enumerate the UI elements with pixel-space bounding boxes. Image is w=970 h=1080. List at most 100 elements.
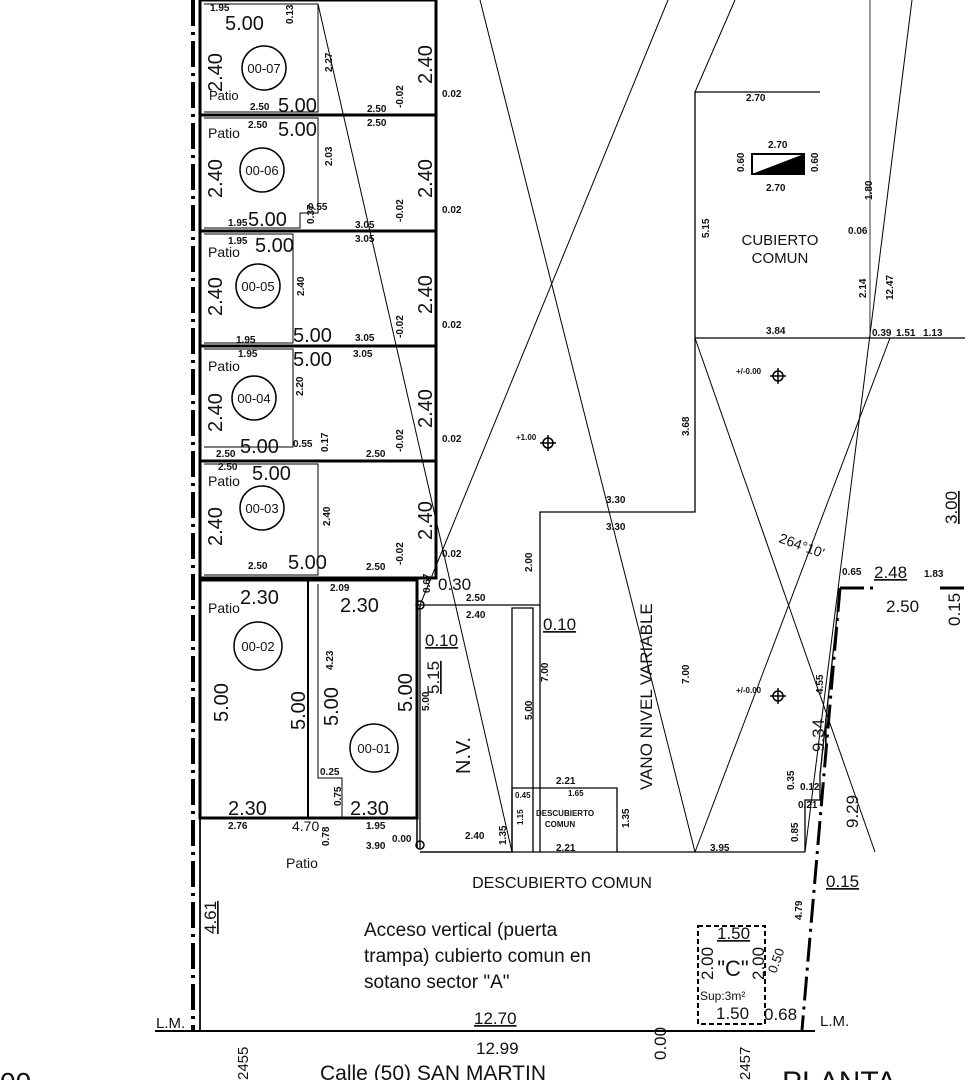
dim: 4.55	[815, 674, 826, 694]
dim: 3.68	[681, 416, 692, 436]
dim: 0.06	[848, 226, 868, 237]
big-labels: N.V. VANO NIVEL VARIABLE DESCUBIERTO COM…	[286, 603, 656, 993]
dim: 3.05	[355, 333, 375, 344]
dim: 5.15	[424, 661, 443, 694]
label-cubierto: CUBIERTO	[742, 232, 819, 249]
dim: 1.95	[210, 3, 230, 14]
dim: 1.13	[923, 328, 943, 339]
dim: 3.05	[355, 220, 375, 231]
mid-dims: 0.30 0.10 0.10 5.15 4.70	[292, 575, 576, 834]
dim: 0.65	[842, 567, 862, 578]
dim: 12.70	[474, 1009, 517, 1028]
cubierto-comun: 2.70 2.70 2.70 0.60 0.60 5.15 1.80 0.06 …	[701, 93, 943, 339]
dim: 1.51	[896, 328, 916, 339]
dim: -0.02	[395, 542, 406, 565]
lm-left: L.M.	[156, 1015, 185, 1032]
dim: 2.50	[366, 449, 386, 460]
dim: 12.99	[476, 1039, 519, 1058]
row-small-dims: 1.95 0.13 2.27 2.50 2.50 -0.02 2.50 2.50…	[210, 3, 462, 573]
dim-width: 5.00	[240, 436, 279, 458]
dim-height-right: 2.40	[415, 159, 437, 198]
dim: 0.55	[293, 439, 313, 450]
dim: 4.79	[794, 900, 805, 920]
dim: 2.50	[250, 102, 270, 113]
label-descubierto-comun: DESCUBIERTO COMUN	[472, 875, 652, 892]
dim-width: 2.30	[228, 798, 267, 820]
dim: 0.17	[320, 432, 331, 452]
level-label: +1.00	[516, 433, 537, 442]
unit-markers	[231, 45, 399, 773]
dim: 3.05	[353, 349, 373, 360]
dim: 1.35	[621, 808, 632, 828]
dim-width: 5.00	[288, 552, 327, 574]
dim-height-right: 2.40	[415, 45, 437, 84]
dim: 2.50	[886, 597, 919, 616]
dim: 1.95	[228, 236, 248, 247]
dim: 0.02	[442, 89, 462, 100]
dim-height-right: 5.00	[288, 691, 310, 730]
dim: 1.50	[716, 1004, 749, 1023]
dim-height: 2.40	[205, 393, 227, 432]
unit-id-00-04: 00-04	[237, 391, 270, 406]
unit-dims: Patio Patio Patio Patio Patio Patio 5.00…	[205, 13, 437, 820]
dim: 2.70	[746, 93, 766, 104]
dim: 1.95	[228, 218, 248, 229]
dim: 1.95	[366, 821, 386, 832]
dim-width: 5.00	[293, 349, 332, 371]
dim: 2.76	[228, 821, 248, 832]
dim: 3.84	[766, 326, 786, 337]
dim: 5.15	[701, 218, 712, 238]
unit-id-00-07: 00-07	[247, 61, 280, 76]
dim: 1.35	[498, 825, 509, 845]
lower-dims: 2.09 4.23 0.25 0.75 0.78 2.76 1.95 3.90 …	[228, 416, 730, 854]
dim-width: 5.00	[278, 119, 317, 141]
dim-height-right: 2.40	[415, 275, 437, 314]
left-partial: 00	[0, 1067, 31, 1080]
dim: 2.50	[248, 120, 268, 131]
dim: 2.14	[858, 278, 869, 298]
interior-lines	[417, 91, 965, 853]
dim: 0.37	[306, 204, 317, 224]
box-c-label: "C"	[717, 956, 749, 981]
label-descubierto-small: DESCUBIERTO	[536, 809, 594, 818]
unit-id-00-01: 00-01	[357, 741, 390, 756]
dim: 0.67	[422, 573, 433, 593]
dim-width: 5.00	[293, 325, 332, 347]
label-vano: VANO NIVEL VARIABLE	[637, 603, 656, 790]
label-comun: COMUN	[752, 250, 809, 267]
dim: 9.34	[809, 719, 828, 752]
dim-height-right: 2.40	[415, 501, 437, 540]
dim: 2.27	[324, 52, 335, 72]
dim: 3.00	[942, 491, 961, 524]
dim: 0.39	[872, 328, 892, 339]
dim: 2.50	[367, 104, 387, 115]
dim-width: 5.00	[252, 463, 291, 485]
dim: 2.40	[296, 276, 307, 296]
dim: 0.02	[442, 549, 462, 560]
level-label: +/-0.00	[736, 686, 762, 695]
unit-id-00-06: 00-06	[245, 163, 278, 178]
patio-label: Patio	[208, 358, 240, 374]
dim: 0.00	[651, 1027, 670, 1060]
dim-height: 2.40	[205, 507, 227, 546]
dim: 0.60	[736, 152, 747, 172]
patio-label: Patio	[208, 125, 240, 141]
dim: 0.02	[442, 205, 462, 216]
dim: -0.02	[395, 85, 406, 108]
dim: 1.50	[717, 924, 750, 943]
dim-height: 2.40	[205, 277, 227, 316]
dim: 2.50	[218, 462, 238, 473]
dim-width: 5.00	[255, 235, 294, 257]
dim: 5.00	[524, 700, 535, 720]
unit-id-00-05: 00-05	[241, 279, 274, 294]
patio-label: Patio	[208, 600, 240, 616]
label-descubierto-small: COMUN	[545, 820, 575, 829]
dim: 4.70	[292, 818, 319, 834]
dim-height-right: 2.40	[415, 389, 437, 428]
diagonal-lines	[317, 0, 913, 853]
box-c: 1.50 2.00 2.00 "C" Sup:3m² 0.50 1.50 0.6…	[697, 924, 797, 1025]
dim: 4.61	[201, 901, 220, 934]
dim: 0.12	[800, 782, 820, 793]
dim: -0.02	[395, 315, 406, 338]
unit-ids: 00-07 00-06 00-05 00-04 00-03 00-02 00-0…	[237, 61, 390, 756]
